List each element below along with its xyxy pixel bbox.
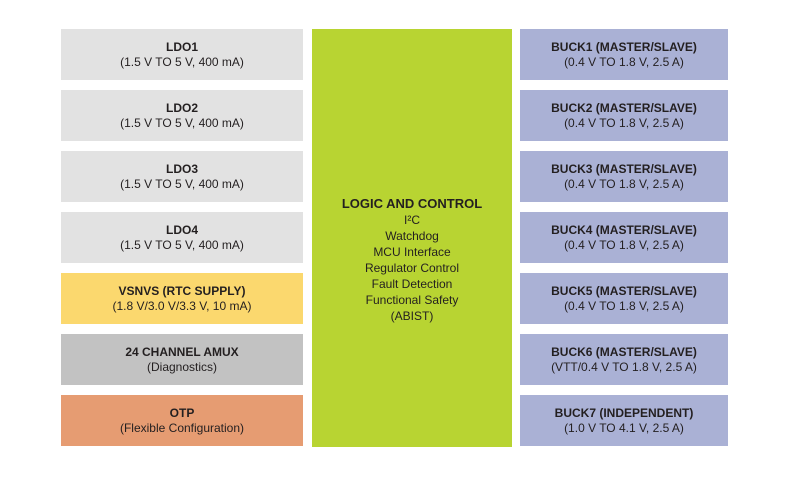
buck1-title: BUCK1 (MASTER/SLAVE)	[551, 39, 697, 54]
ldo4-spec: (1.5 V TO 5 V, 400 mA)	[120, 237, 244, 252]
ldo2-title: LDO2	[165, 100, 198, 115]
buck3-title: BUCK3 (MASTER/SLAVE)	[551, 161, 697, 176]
otp-block: OTP (Flexible Configuration)	[61, 395, 303, 446]
buck4-spec: (0.4 V TO 1.8 V, 2.5 A)	[564, 237, 684, 252]
logic-line-mcu-interface: MCU Interface	[373, 245, 451, 259]
buck5-block: BUCK5 (MASTER/SLAVE) (0.4 V TO 1.8 V, 2.…	[520, 273, 728, 324]
buck4-block: BUCK4 (MASTER/SLAVE) (0.4 V TO 1.8 V, 2.…	[520, 212, 728, 263]
logic-line-regulator-control: Regulator Control	[364, 261, 460, 275]
buck1-block: BUCK1 (MASTER/SLAVE) (0.4 V TO 1.8 V, 2.…	[520, 29, 728, 80]
buck2-title: BUCK2 (MASTER/SLAVE)	[551, 100, 697, 115]
ldo-column: LDO1 (1.5 V TO 5 V, 400 mA) LDO2 (1.5 V …	[61, 29, 303, 446]
buck7-title: BUCK7 (INDEPENDENT)	[554, 405, 694, 420]
buck7-block: BUCK7 (INDEPENDENT) (1.0 V TO 4.1 V, 2.5…	[520, 395, 728, 446]
ldo3-block: LDO3 (1.5 V TO 5 V, 400 mA)	[61, 151, 303, 202]
buck6-title: BUCK6 (MASTER/SLAVE)	[551, 344, 697, 359]
logic-line-fault-detection: Fault Detection	[371, 277, 453, 291]
otp-title: OTP	[169, 405, 195, 420]
buck3-spec: (0.4 V TO 1.8 V, 2.5 A)	[564, 176, 684, 191]
buck2-spec: (0.4 V TO 1.8 V, 2.5 A)	[564, 115, 684, 130]
ldo4-title: LDO4	[165, 222, 198, 237]
buck3-block: BUCK3 (MASTER/SLAVE) (0.4 V TO 1.8 V, 2.…	[520, 151, 728, 202]
buck5-spec: (0.4 V TO 1.8 V, 2.5 A)	[564, 298, 684, 313]
ldo1-title: LDO1	[165, 39, 198, 54]
amux-spec: (Diagnostics)	[146, 359, 218, 374]
logic-control-block: LOGIC AND CONTROL I²C Watchdog MCU Inter…	[312, 29, 512, 447]
amux-block: 24 CHANNEL AMUX (Diagnostics)	[61, 334, 303, 385]
buck6-block: BUCK6 (MASTER/SLAVE) (VTT/0.4 V TO 1.8 V…	[520, 334, 728, 385]
ldo2-spec: (1.5 V TO 5 V, 400 mA)	[120, 115, 244, 130]
ldo2-block: LDO2 (1.5 V TO 5 V, 400 mA)	[61, 90, 303, 141]
logic-line-abist: (ABIST)	[390, 309, 434, 323]
vsnvs-title: VSNVS (RTC SUPPLY)	[118, 283, 246, 298]
ldo1-spec: (1.5 V TO 5 V, 400 mA)	[120, 54, 244, 69]
ldo3-spec: (1.5 V TO 5 V, 400 mA)	[120, 176, 244, 191]
buck2-block: BUCK2 (MASTER/SLAVE) (0.4 V TO 1.8 V, 2.…	[520, 90, 728, 141]
buck7-spec: (1.0 V TO 4.1 V, 2.5 A)	[564, 420, 684, 435]
logic-line-functional-safety: Functional Safety	[365, 293, 459, 307]
buck-column: BUCK1 (MASTER/SLAVE) (0.4 V TO 1.8 V, 2.…	[520, 29, 728, 446]
otp-spec: (Flexible Configuration)	[119, 420, 245, 435]
vsnvs-block: VSNVS (RTC SUPPLY) (1.8 V/3.0 V/3.3 V, 1…	[61, 273, 303, 324]
buck5-title: BUCK5 (MASTER/SLAVE)	[551, 283, 697, 298]
ldo4-block: LDO4 (1.5 V TO 5 V, 400 mA)	[61, 212, 303, 263]
buck4-title: BUCK4 (MASTER/SLAVE)	[551, 222, 697, 237]
ldo3-title: LDO3	[165, 161, 198, 176]
ldo1-block: LDO1 (1.5 V TO 5 V, 400 mA)	[61, 29, 303, 80]
logic-line-watchdog: Watchdog	[385, 229, 439, 243]
amux-title: 24 CHANNEL AMUX	[125, 344, 239, 359]
logic-control-title: LOGIC AND CONTROL	[341, 196, 483, 211]
logic-line-i2c: I²C	[404, 213, 420, 227]
buck6-spec: (VTT/0.4 V TO 1.8 V, 2.5 A)	[551, 359, 697, 374]
buck1-spec: (0.4 V TO 1.8 V, 2.5 A)	[564, 54, 684, 69]
vsnvs-spec: (1.8 V/3.0 V/3.3 V, 10 mA)	[112, 298, 252, 313]
